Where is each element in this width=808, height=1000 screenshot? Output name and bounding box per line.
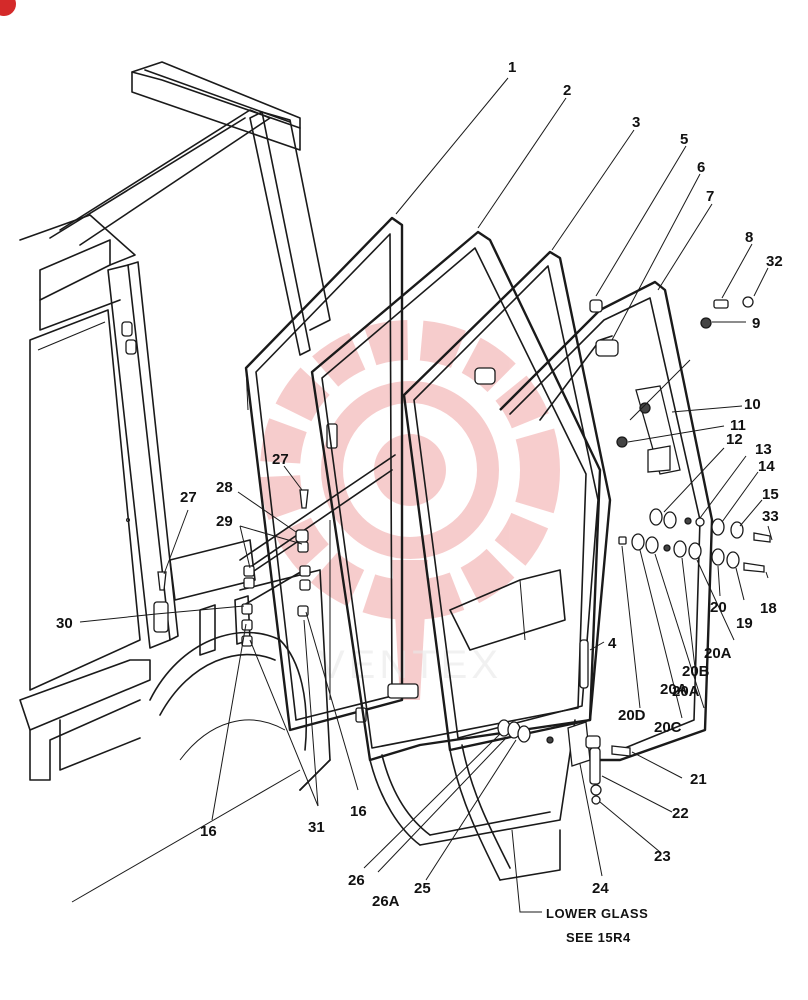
callout-20B: 20B	[682, 663, 710, 680]
callout-labels: 1 2 3 5 6 7 8 32 9 10 11 12 13 14 15 33 …	[56, 59, 783, 910]
callout-30: 30	[56, 615, 73, 632]
callout-19: 19	[736, 615, 753, 632]
callout-21: 21	[690, 771, 707, 788]
callout-10: 10	[744, 396, 761, 413]
callout-3: 3	[632, 114, 640, 131]
callout-27-center: 27	[272, 451, 289, 468]
leader-lines	[79, 77, 773, 913]
callout-29: 29	[216, 513, 233, 530]
door-frame-3	[402, 250, 612, 881]
callout-20: 20	[710, 599, 727, 616]
callout-2: 2	[563, 82, 571, 99]
callout-20C: 20C	[654, 719, 682, 736]
callout-33: 33	[762, 508, 779, 525]
callout-22: 22	[672, 805, 689, 822]
callout-9: 9	[752, 315, 760, 332]
callout-5: 5	[680, 131, 688, 148]
callout-11: 11	[730, 417, 746, 434]
callout-26: 26	[348, 872, 365, 889]
callout-24: 24	[592, 880, 609, 897]
glass-channels	[239, 454, 396, 700]
callout-18: 18	[760, 600, 777, 617]
callout-16-right: 16	[350, 803, 367, 820]
callout-31: 31	[308, 819, 325, 836]
callout-20A-lower: 20A	[672, 683, 700, 700]
callout-26A: 26A	[372, 893, 400, 910]
callout-28: 28	[216, 479, 233, 496]
callout-20A-upper: 20A	[704, 645, 732, 662]
callout-14: 14	[758, 458, 775, 475]
note-line-2: SEE 15R4	[566, 930, 631, 945]
callout-27-left: 27	[180, 489, 197, 506]
callout-7: 7	[706, 188, 714, 205]
callout-6: 6	[697, 159, 705, 176]
hardware-parts	[153, 296, 771, 805]
cab-frame	[19, 61, 331, 903]
callout-8: 8	[745, 229, 753, 246]
callout-12: 12	[726, 431, 743, 448]
corner-badge	[0, 0, 16, 16]
lower-glass-note: LOWER GLASS SEE 15R4	[546, 906, 648, 945]
callout-25: 25	[414, 880, 431, 897]
callout-15: 15	[762, 486, 779, 503]
callout-32: 32	[766, 253, 783, 270]
callout-20A-middle: 20A	[660, 681, 688, 698]
callout-1: 1	[508, 59, 516, 76]
callout-23: 23	[654, 848, 671, 865]
callout-20D: 20D	[618, 707, 646, 724]
callout-4: 4	[608, 635, 617, 652]
note-line-1: LOWER GLASS	[546, 906, 648, 921]
callout-13: 13	[755, 441, 772, 458]
watermark-text: VENTEX	[318, 643, 502, 687]
door-frame-7	[499, 280, 714, 762]
door-frame-2	[310, 230, 602, 846]
callout-16-left: 16	[200, 823, 217, 840]
